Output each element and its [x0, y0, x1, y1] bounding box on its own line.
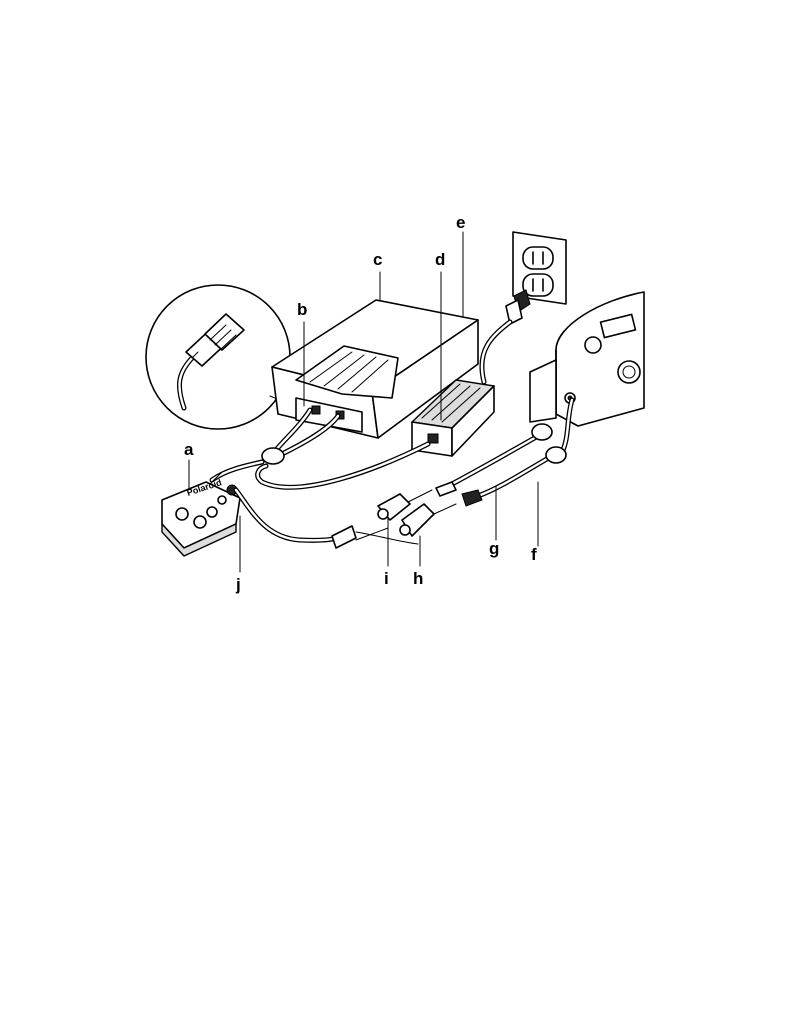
callout-g: g — [489, 540, 499, 557]
callout-e: e — [456, 214, 465, 231]
callout-j: j — [236, 576, 241, 593]
camera — [530, 292, 644, 426]
callout-a: a — [184, 441, 193, 458]
callout-i: i — [384, 570, 389, 587]
power-cord — [482, 290, 530, 382]
callout-d: d — [435, 251, 445, 268]
adapter-i — [378, 494, 410, 520]
callout-b: b — [297, 301, 307, 318]
hub: Polaroid — [162, 472, 240, 556]
callout-c: c — [373, 251, 382, 268]
callout-h: h — [413, 570, 423, 587]
callout-f: f — [531, 546, 537, 563]
